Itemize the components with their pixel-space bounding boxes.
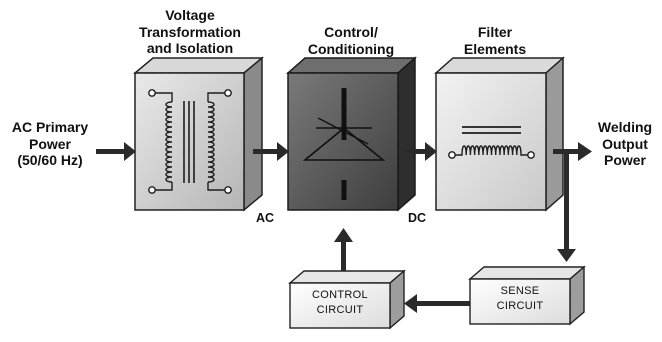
- sense-circuit-line: CIRCUIT: [496, 299, 544, 312]
- voltage-title-line: Voltage: [165, 7, 215, 23]
- transformer-icon: [148, 89, 232, 194]
- control-conditioning-title: Control/ Conditioning: [276, 24, 426, 57]
- control-title-line: Control/: [324, 24, 378, 40]
- control-circuit-label: CONTROL CIRCUIT: [290, 288, 390, 318]
- transformer-block: [132, 56, 265, 212]
- control-circuit-box: [288, 269, 406, 330]
- control-circuit-line: CONTROL: [312, 289, 368, 301]
- voltage-title-line: and Isolation: [146, 40, 234, 57]
- output-label-line: Output: [602, 135, 648, 152]
- control-conditioning-block: [286, 56, 417, 212]
- output-power-label: Welding Output Power: [590, 119, 660, 169]
- filter-elements-title: Filter Elements: [430, 24, 560, 57]
- scr-rectifier-icon: [302, 88, 386, 200]
- voltage-transformation-title: Voltage Transformation and Isolation: [110, 7, 270, 57]
- filter-title-line: Filter: [477, 24, 513, 40]
- inductor-icon: [448, 126, 535, 159]
- filter-elements-block: [434, 56, 565, 212]
- output-label-line: Power: [603, 152, 646, 169]
- sense-circuit-box: [468, 265, 586, 326]
- ac-label: AC: [255, 211, 275, 225]
- sense-circuit-label: SENSE CIRCUIT: [470, 284, 570, 314]
- output-label-line: Welding: [597, 119, 653, 135]
- control-circuit-line: CIRCUIT: [316, 303, 364, 316]
- voltage-title-line: Transformation: [139, 23, 241, 40]
- input-label-line: Power: [28, 135, 71, 152]
- dc-label: DC: [407, 211, 427, 225]
- input-power-label: AC Primary Power (50/60 Hz): [2, 119, 98, 169]
- sense-circuit-line: SENSE: [500, 285, 540, 297]
- control-title-line: Conditioning: [307, 40, 395, 57]
- input-label-line: (50/60 Hz): [17, 152, 83, 169]
- filter-title-line: Elements: [463, 40, 527, 57]
- signal-arrows: [96, 142, 592, 313]
- input-label-line: AC Primary: [11, 119, 89, 135]
